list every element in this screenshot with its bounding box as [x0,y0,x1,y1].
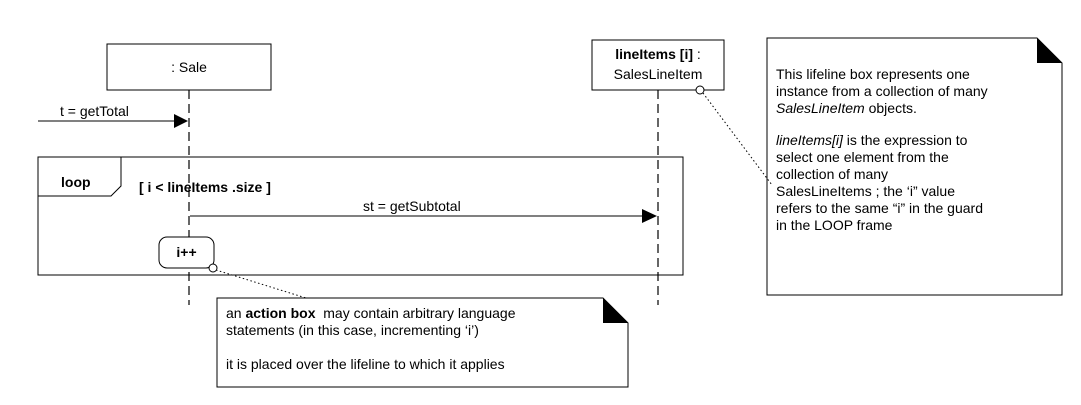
note-lifeline-box[interactable] [766,37,1063,296]
note-lifeline-paragraph-gap [776,117,1056,132]
note-action-anchor-circle [208,263,218,273]
note-lifeline-line-rest: objects. [864,100,917,116]
note-lifeline-line: collection of many [776,166,889,182]
note-lifeline-line: instance from a collection of many [776,83,988,99]
sale-lifeline-label: : Sale [171,59,207,75]
note-action-text: an action box may contain arbitrary lang… [226,305,606,373]
note-action-line: statements (in this case, incrementing ‘… [226,322,479,338]
get-total-arrowhead [174,114,188,128]
note-lifeline-line: select one element from the [776,149,949,165]
note-lifeline-line: This lifeline box represents one [776,66,970,82]
note-action-anchor [215,269,307,299]
saleslineitem-instance-name: lineItems [i] [615,46,693,62]
loop-guard: [ i < lineItems .size ] [139,179,271,195]
saleslineitem-lifeline-name: lineItems [i] : [592,46,724,63]
note-action-line: it is placed over the lifeline to which … [226,356,505,372]
note-lifeline-line: refers to the same “i” in the guard [776,200,983,216]
note-action-line-pre: an [226,305,246,321]
note-lifeline-line: in the LOOP frame [776,217,893,233]
note-lifeline-anchor [702,92,773,186]
note-action-box[interactable] [216,297,629,388]
note-action-corner [603,298,628,323]
note-action-line: an action box may contain arbitrary lang… [226,305,606,322]
saleslineitem-lifeline-type: SalesLineItem [613,66,703,82]
action-box-label: i++ [176,244,197,260]
note-lifeline-line: lineItems[i] is the expression to [776,132,1056,149]
note-lifeline-line: SalesLineItems ; the ‘i” value [776,183,955,199]
note-action-bold-term: action box [245,305,316,321]
note-lifeline-corner [1037,38,1062,63]
note-lifeline-anchor-circle [695,85,705,95]
note-lifeline-italic-type: SalesLineItem [776,100,865,116]
get-total-message-label: t = getTotal [60,103,129,119]
note-action-line-rest: may contain arbitrary language [315,305,516,321]
get-subtotal-message-label: st = getSubtotal [363,198,461,214]
note-lifeline-line-rest: is the expression to [842,132,968,148]
action-box[interactable] [158,236,215,269]
saleslineitem-colon: : [693,46,701,62]
saleslineitem-lifeline-box[interactable] [591,39,725,91]
get-subtotal-arrowhead [642,209,657,223]
note-lifeline-text: This lifeline box represents one instanc… [776,66,1056,234]
sale-lifeline-box[interactable] [106,43,272,91]
loop-frame-tab [38,157,122,197]
loop-operator-label: loop [61,174,91,190]
note-action-paragraph-gap [226,339,606,356]
note-lifeline-italic-expression: lineItems[i] [776,132,843,148]
note-lifeline-line: SalesLineItem objects. [776,100,1056,117]
loop-frame [37,156,684,276]
